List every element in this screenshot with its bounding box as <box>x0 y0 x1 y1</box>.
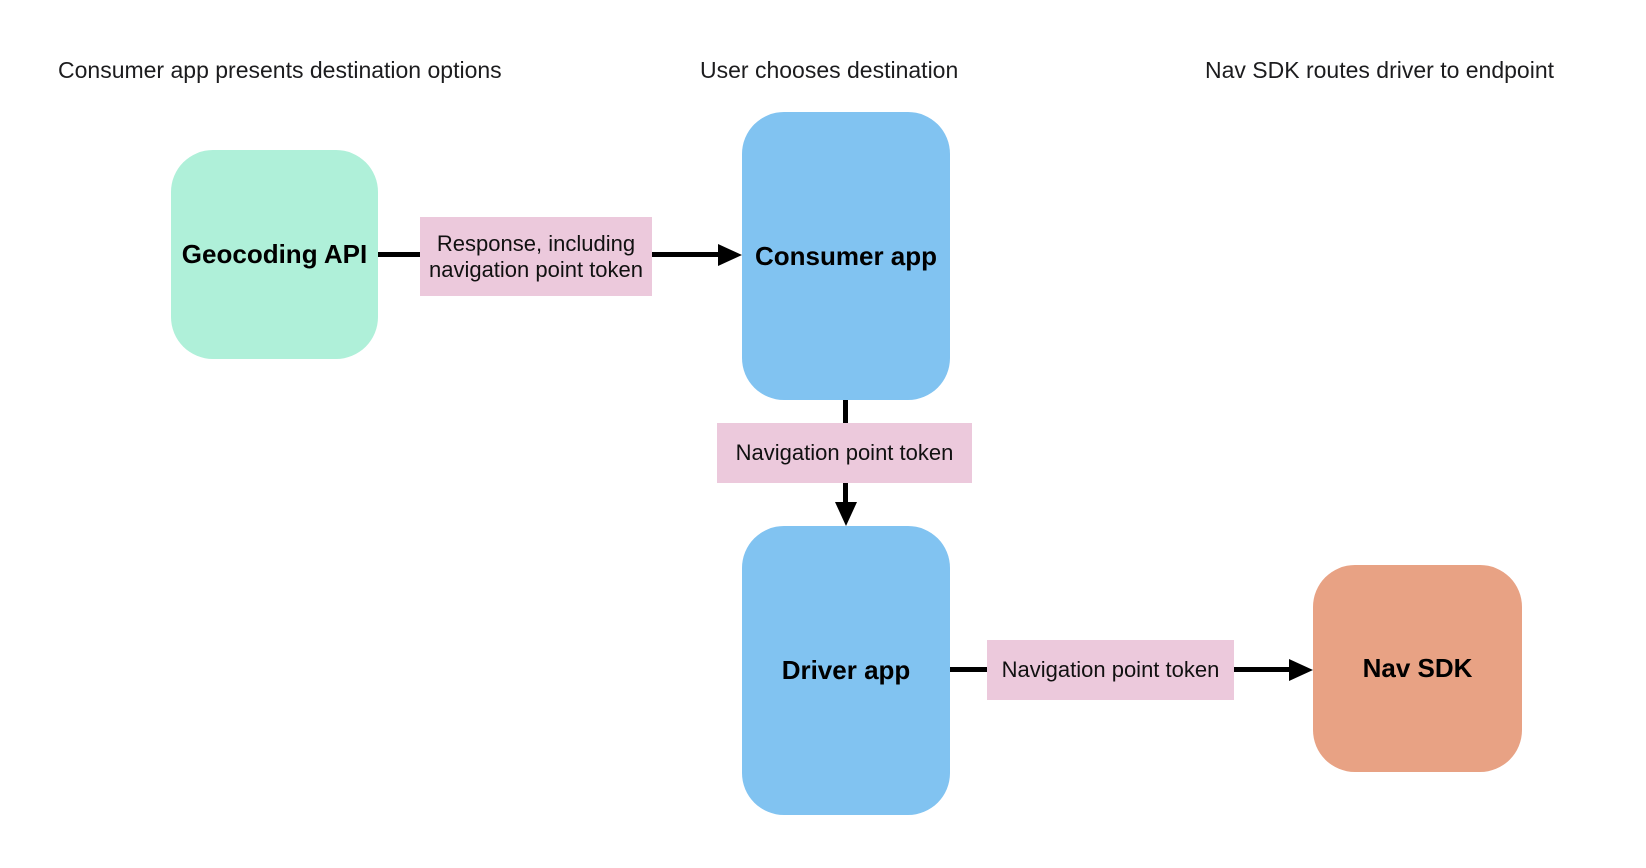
arrow-line-consumer-to-label <box>843 400 848 423</box>
arrow-line-geocoding-to-label <box>378 252 420 257</box>
arrow-line-driver-to-label <box>950 667 987 672</box>
arrowhead-right-icon <box>1289 659 1313 681</box>
node-nav-sdk: Nav SDK <box>1313 565 1522 772</box>
stage-heading-consumer-presents: Consumer app presents destination option… <box>58 57 502 83</box>
arrowhead-down-icon <box>835 502 857 526</box>
stage-heading-nav-sdk-routes: Nav SDK routes driver to endpoint <box>1205 57 1555 83</box>
edge-label-navigation-point-token-1: Navigation point token <box>717 423 972 483</box>
node-consumer-app: Consumer app <box>742 112 950 400</box>
arrow-line-label-to-consumer <box>652 252 720 257</box>
arrow-line-label-to-driver <box>843 483 848 504</box>
node-driver-app: Driver app <box>742 526 950 815</box>
arrowhead-right-icon <box>718 244 742 266</box>
node-geocoding-api: Geocoding API <box>171 150 378 359</box>
edge-label-navigation-point-token-2: Navigation point token <box>987 640 1234 700</box>
edge-label-response-including-token: Response, including navigation point tok… <box>420 217 652 296</box>
stage-heading-user-chooses: User chooses destination <box>700 57 959 83</box>
arrow-line-label-to-navsdk <box>1234 667 1291 672</box>
